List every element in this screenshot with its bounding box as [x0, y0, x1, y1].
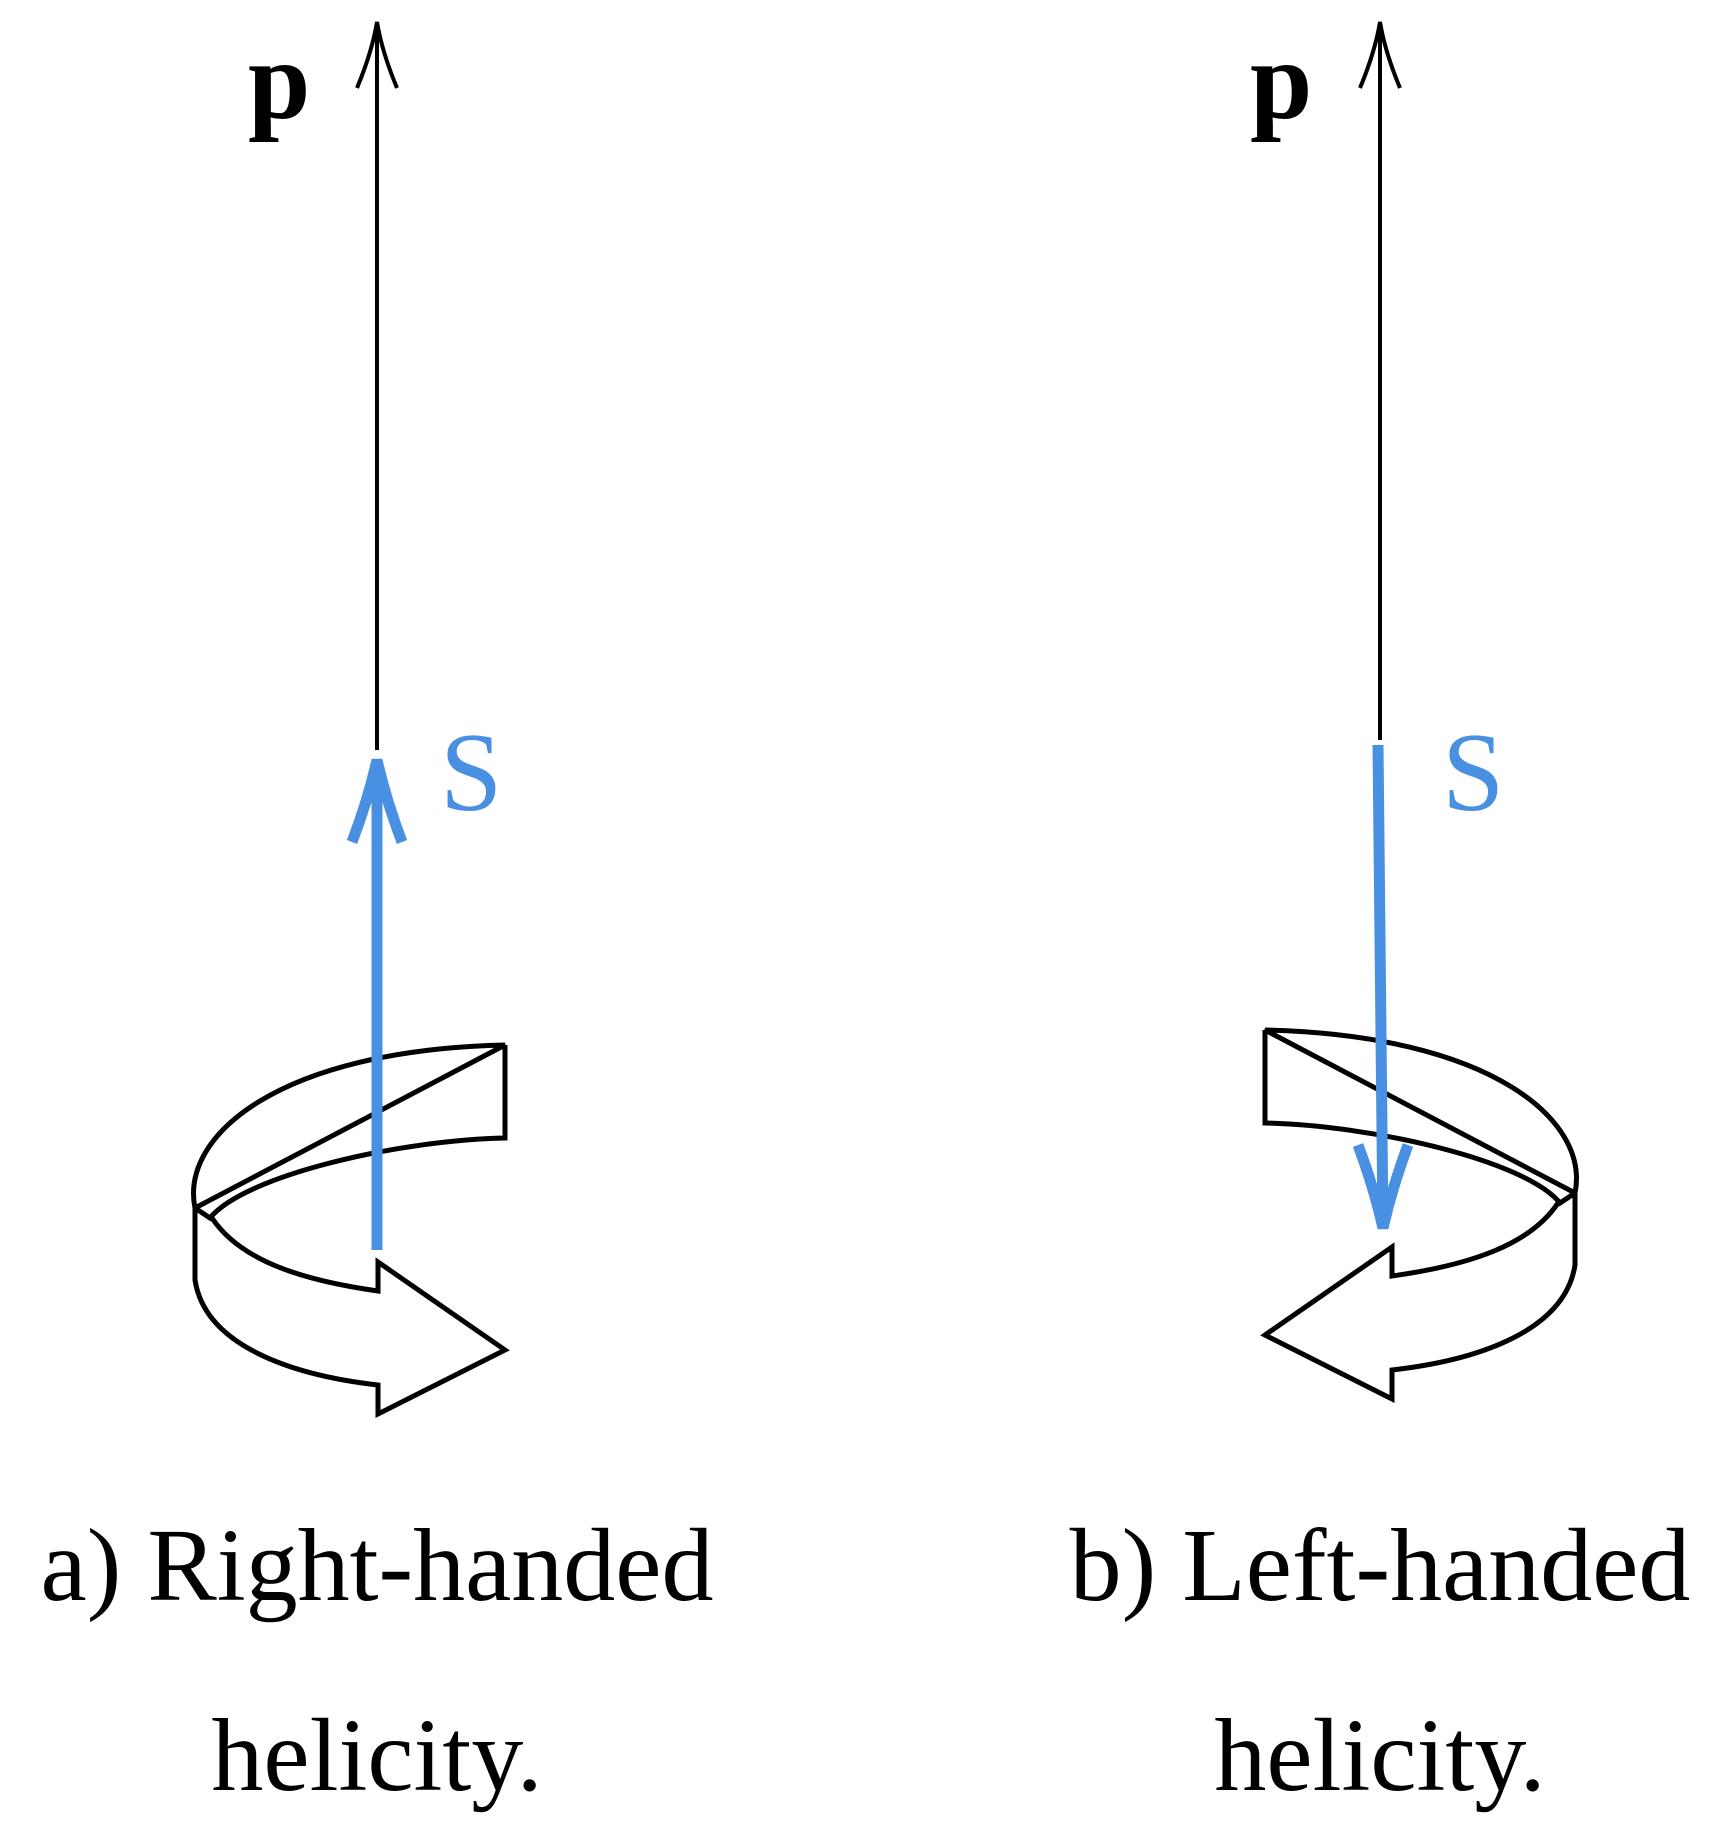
- momentum-arrowhead: [355, 21, 399, 89]
- caption-line-1: a) Right-handed: [41, 1508, 714, 1623]
- caption-line-2: helicity.: [1214, 1698, 1545, 1813]
- momentum-label: p: [1250, 19, 1312, 143]
- rotation-arrow: [191, 1042, 510, 1419]
- rotation-arrow: [1260, 1027, 1579, 1404]
- spin-arrowhead: [346, 758, 408, 844]
- panel-left-handed: p S b) Left-handed helicity.: [1070, 19, 1691, 1813]
- spin-label: S: [1442, 711, 1504, 835]
- spin-arrow-shaft: [1372, 744, 1389, 1229]
- panel-right-handed: p S a) Right-handed helicity.: [41, 19, 714, 1813]
- caption-line-2: helicity.: [211, 1698, 542, 1813]
- spin-label: S: [440, 711, 502, 835]
- momentum-arrowhead: [1358, 21, 1402, 89]
- momentum-label: p: [248, 19, 310, 143]
- spin-arrowhead: [1352, 1143, 1414, 1230]
- caption-line-1: b) Left-handed: [1070, 1508, 1691, 1623]
